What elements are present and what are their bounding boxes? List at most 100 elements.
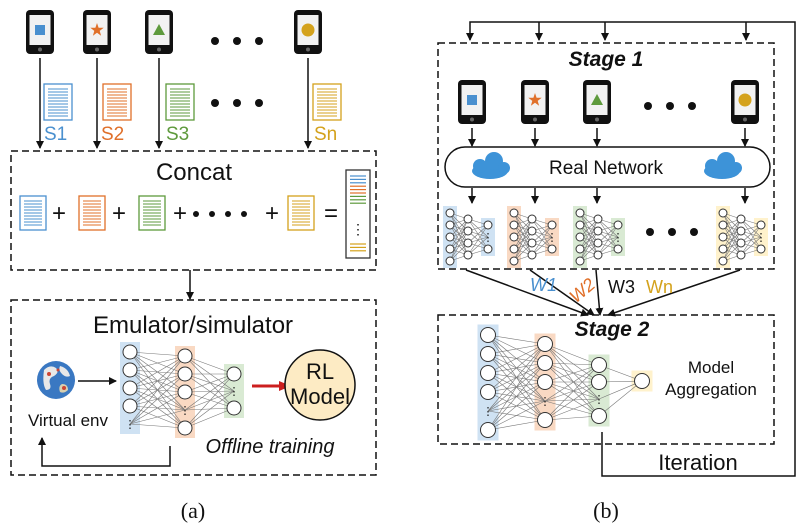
neuron-node <box>527 226 537 236</box>
plus-sign: + <box>173 200 187 227</box>
neuron-node <box>575 244 585 254</box>
rl-model-circle <box>284 349 356 421</box>
concat-title: Concat <box>156 159 232 186</box>
neuron-node <box>463 238 473 248</box>
phones-row-b <box>458 80 759 124</box>
ellipsis-node: ⋮ <box>483 406 494 418</box>
neuron-node <box>591 408 607 424</box>
neuron-node <box>736 250 746 260</box>
triangle-icon <box>591 94 603 105</box>
plus-sign: + <box>112 200 126 227</box>
weight-label-w2: W2 <box>565 274 599 307</box>
neuron-node <box>537 355 553 371</box>
plus-sign: + <box>52 200 66 227</box>
document-icon <box>19 195 47 231</box>
phones-ellipsis-a <box>211 37 263 45</box>
ellipsis-node: ⋮ <box>125 419 136 431</box>
neuron-node <box>593 238 603 248</box>
phone-icon <box>583 80 611 124</box>
neuron-node <box>122 344 138 360</box>
equals-sign: = <box>324 200 338 227</box>
weight-label-w3: W3 <box>608 277 635 297</box>
circle-icon <box>301 23 315 37</box>
neuron-node <box>756 244 766 254</box>
neuron-node <box>463 214 473 224</box>
neuron-node <box>480 327 496 343</box>
phone-icon <box>145 10 173 54</box>
stream-label-s2: S2 <box>101 124 124 145</box>
neuron-node <box>122 380 138 396</box>
neuron-node <box>527 250 537 260</box>
ellipsis: ⋮ <box>351 223 365 238</box>
concat-box <box>10 150 377 271</box>
star-icon <box>528 93 542 106</box>
phone-icon <box>26 10 54 54</box>
neuron-node <box>593 250 603 260</box>
neuron-node <box>575 256 585 266</box>
neuron-node <box>445 256 455 266</box>
ellipsis-node: ⋮ <box>613 232 624 244</box>
weight-label-w1: W1 <box>530 275 557 295</box>
stream-label-s3: S3 <box>166 124 189 145</box>
neuron-node <box>736 238 746 248</box>
local-model: ⋮ <box>507 206 559 268</box>
neuron-node <box>177 384 193 400</box>
neuron-node <box>177 348 193 364</box>
ellipsis-node: ⋮ <box>756 232 767 244</box>
emulator-title: Emulator/simulator <box>93 312 293 339</box>
phone-icon <box>731 80 759 124</box>
neuron-node <box>509 244 519 254</box>
aggregation-line1: Model <box>688 358 734 377</box>
stage1-title: Stage 1 <box>569 48 644 71</box>
cloud-icon <box>704 152 742 179</box>
ellipsis-node: ⋮ <box>229 386 240 398</box>
plus-sign: + <box>265 200 279 227</box>
star-icon <box>90 23 104 36</box>
document-icon <box>165 83 195 121</box>
ellipsis-node: ⋮ <box>547 232 558 244</box>
document-icon <box>102 83 132 121</box>
neuron-node <box>445 232 455 242</box>
neuron-node <box>537 336 553 352</box>
concat-row: ⋮ <box>19 169 371 259</box>
neuron-node <box>575 208 585 218</box>
virtual-env-label: Virtual env <box>28 411 109 430</box>
real-network-label: Real Network <box>549 158 664 179</box>
neuron-node <box>480 365 496 381</box>
ellipsis-dot <box>193 211 199 217</box>
square-icon <box>467 95 477 105</box>
neuron-node <box>177 366 193 382</box>
caption-a: (a) <box>181 498 205 523</box>
neuron-node <box>463 226 473 236</box>
neuron-node <box>736 214 746 224</box>
neuron-node <box>718 208 728 218</box>
layer-band <box>588 354 610 427</box>
models-ellipsis-b <box>646 228 698 236</box>
caption-b: (b) <box>593 498 619 523</box>
circle-icon <box>738 93 752 107</box>
ellipsis-node: ⋮ <box>483 232 494 244</box>
neuron-node <box>445 244 455 254</box>
document-icon <box>312 83 342 121</box>
document-icon <box>78 195 106 231</box>
neuron-node <box>547 244 557 254</box>
neuron-node <box>718 220 728 230</box>
local-model: ⋮ <box>573 206 625 268</box>
iteration-loop <box>466 21 796 477</box>
phones-row-a <box>26 10 322 149</box>
neuron-node <box>575 220 585 230</box>
neuron-node <box>593 214 603 224</box>
local-model: ⋮ <box>716 206 768 268</box>
weight-label-wn: Wn <box>646 277 673 297</box>
neuron-node <box>122 398 138 414</box>
neuron-node <box>593 226 603 236</box>
iteration-label: Iteration <box>658 450 738 475</box>
neuron-node <box>718 232 728 242</box>
neuron-node <box>480 422 496 438</box>
neuron-node <box>634 373 650 389</box>
document-icon <box>43 83 73 121</box>
neuron-node <box>575 232 585 242</box>
rl-model-line1: RL <box>306 359 334 384</box>
triangle-icon <box>153 24 165 35</box>
